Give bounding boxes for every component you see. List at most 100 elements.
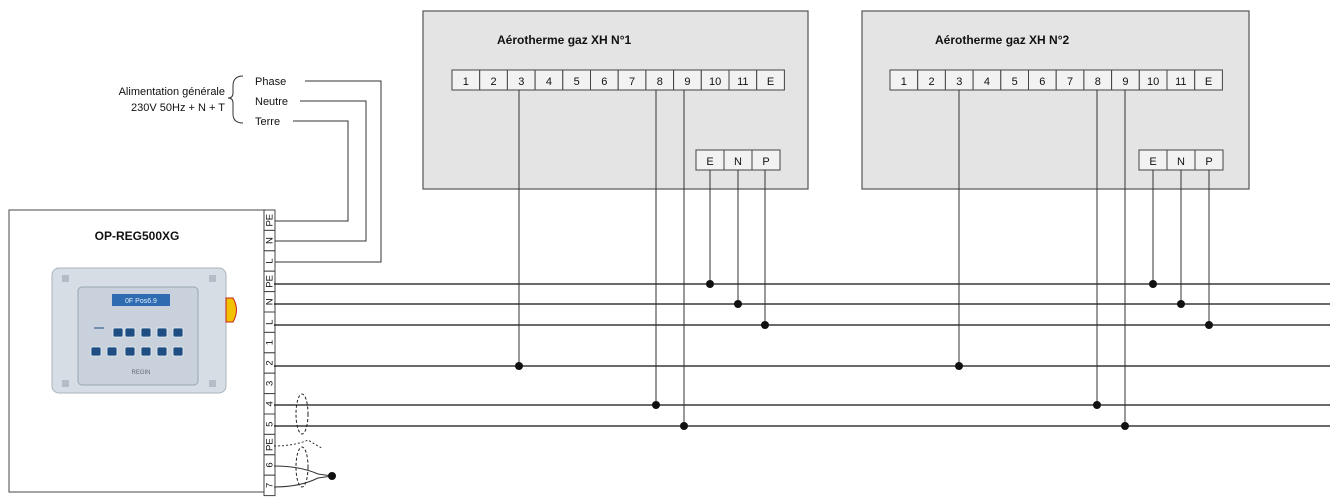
junction-dot-icon <box>761 321 769 329</box>
terminal-label: 2 <box>928 76 934 88</box>
controller-terminal-6: L <box>263 311 276 333</box>
device-brand: REGIN <box>131 370 150 376</box>
device-key-icon <box>172 327 184 338</box>
device-key-icon <box>124 327 136 338</box>
terminal-label: 6 <box>265 462 276 467</box>
wire-neutral <box>274 100 367 242</box>
controller-terminal-1: PE <box>263 209 276 231</box>
junction-dot-icon <box>652 401 660 409</box>
terminal-label: L <box>265 320 276 325</box>
main-supply: Alimentation générale 230V 50Hz + N + T … <box>119 75 382 263</box>
heater-1-terminal-5: 5 <box>562 69 591 91</box>
controller-terminal-2: N <box>263 229 276 252</box>
shield-ellipse-icon <box>295 393 309 435</box>
terminal-label: E <box>1149 156 1156 168</box>
heater-2-power-terminal-n: N <box>1166 149 1196 171</box>
controller-terminal-14: 7 <box>263 474 276 497</box>
terminal-label: 2 <box>265 360 276 365</box>
controller-terminal-12: PE <box>263 433 276 456</box>
junction-dot-icon <box>706 280 714 288</box>
heater-1-terminal-10: 10 <box>700 69 730 91</box>
terminal-label: 11 <box>737 76 748 88</box>
heater-1-terminal-7: 7 <box>617 69 647 91</box>
device-key-icon <box>156 346 168 357</box>
terminal-label: N <box>734 156 742 168</box>
junction-dot-icon <box>1149 280 1157 288</box>
terminal-label: 3 <box>518 76 524 88</box>
terminal-label: 2 <box>490 76 496 88</box>
junction-dot-icon <box>515 362 523 370</box>
terminal-label: 4 <box>265 401 276 406</box>
junction-dot-icon <box>1093 401 1101 409</box>
terminal-label: PE <box>265 275 276 288</box>
device-display <box>112 294 170 306</box>
terminal-label: 1 <box>265 340 276 345</box>
terminal-label: 7 <box>1067 76 1073 88</box>
heater-1-title: Aérotherme gaz XH N°1 <box>497 33 631 47</box>
terminal-label: P <box>1205 156 1212 168</box>
device-panel <box>77 286 199 386</box>
heater-1-terminal-3: 3 <box>506 69 536 91</box>
controller-title: OP-REG500XG <box>95 229 180 243</box>
device-keypad <box>90 327 184 357</box>
terminal-label: N <box>265 298 276 305</box>
terminal-label: 1 <box>901 76 907 88</box>
heater-2-power-terminal-e: E <box>1138 149 1168 171</box>
terminal-label: P <box>762 156 769 168</box>
device-key-icon <box>140 346 152 357</box>
controller-terminal-9: 3 <box>263 372 276 395</box>
terminal-label: 5 <box>1012 76 1018 88</box>
terminal-label: 10 <box>1147 76 1159 88</box>
terminal-label: 8 <box>657 76 663 88</box>
heater-2-terminal-11: 11 <box>1166 69 1196 91</box>
terminal-label: 7 <box>265 483 276 488</box>
supply-phase-label: Phase <box>255 76 286 88</box>
junction-dot-icon <box>1121 422 1129 430</box>
terminal-label: 5 <box>265 422 276 427</box>
heater-2-terminal-7: 7 <box>1055 69 1085 91</box>
terminal-label: 11 <box>1175 76 1186 88</box>
heater-2-terminal-6: 6 <box>1028 69 1057 91</box>
heater-2-title: Aérotherme gaz XH N°2 <box>935 33 1069 47</box>
terminal-label: 1 <box>463 76 469 88</box>
heater-1-terminal-6: 6 <box>590 69 619 91</box>
controller-terminal-11: 5 <box>263 413 276 435</box>
heater-1-terminal-e: E <box>756 69 785 91</box>
device-key-icon <box>90 346 102 357</box>
shield-ellipse-icon <box>295 446 309 488</box>
supply-label-line1: Alimentation générale <box>119 86 225 98</box>
device-key-icon <box>156 327 168 338</box>
heater-1-terminal-8: 8 <box>645 69 675 91</box>
terminal-label: 4 <box>984 76 990 88</box>
device-key-icon <box>172 346 184 357</box>
terminal-label: 4 <box>546 76 552 88</box>
terminal-label: PE <box>265 438 276 451</box>
terminal-label: 9 <box>1122 76 1128 88</box>
junction-dot-icon <box>680 422 688 430</box>
controller-terminal-3: L <box>263 250 276 272</box>
junction-dot-icon <box>1205 321 1213 329</box>
terminal-label: E <box>767 76 774 88</box>
terminal-label: PE <box>265 214 276 227</box>
heater-2-terminal-1: 1 <box>889 69 919 91</box>
controller-terminal-8: 2 <box>263 352 276 374</box>
heater-2-terminal-5: 5 <box>1000 69 1029 91</box>
heater-1-power-terminal-n: N <box>723 149 753 171</box>
heater-2-power-terminal-p: P <box>1194 149 1224 171</box>
controller: OP-REG500XG 0F Pos6.9 REGIN PENLPENL1234… <box>8 209 276 497</box>
heater-2-terminal-3: 3 <box>944 69 974 91</box>
heater-1-terminal-1: 1 <box>451 69 481 91</box>
controller-terminal-10: 4 <box>263 393 276 415</box>
wire-earth <box>274 120 349 222</box>
junction-dot-icon <box>734 300 742 308</box>
device-key-icon <box>124 346 136 357</box>
controller-terminal-4: PE <box>263 270 276 293</box>
device-display-text: 0F Pos6.9 <box>125 298 157 305</box>
wire-phase <box>274 80 382 263</box>
heater-2-terminal-e: E <box>1194 69 1223 91</box>
